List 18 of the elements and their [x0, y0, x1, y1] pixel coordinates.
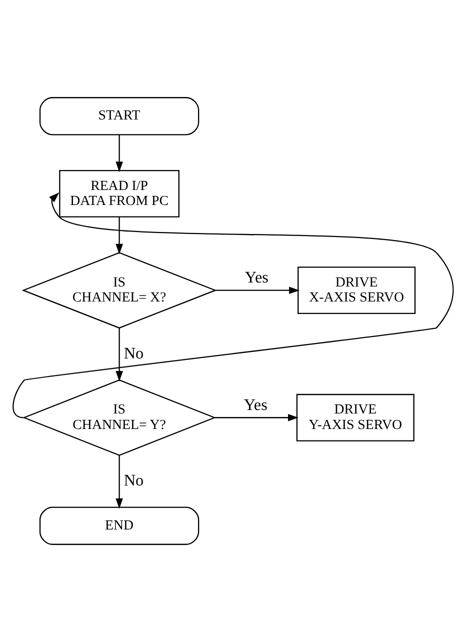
node-box: DRIVE Y-AXIS SERVO	[296, 393, 414, 441]
edge-label: Yes	[244, 395, 268, 414]
arrow	[116, 134, 123, 172]
edge-label: No	[124, 344, 144, 362]
node-box: READ I/P DATA FROM PC	[59, 169, 180, 217]
edge-label: No	[124, 471, 144, 490]
node-box: END	[39, 506, 200, 544]
node-diamond: IS CHANNEL= X?	[22, 252, 217, 328]
edge-label: Yes	[244, 268, 268, 286]
node-box: DRIVE X-AXIS SERVO	[298, 266, 416, 314]
arrow	[12, 192, 454, 418]
arrow	[116, 455, 123, 508]
node-diamond: IS CHANNEL= Y?	[22, 378, 216, 456]
arrow	[116, 327, 123, 381]
arrow	[116, 216, 123, 254]
arrow	[215, 286, 300, 294]
node-box: START	[39, 96, 200, 135]
arrow	[214, 414, 298, 421]
